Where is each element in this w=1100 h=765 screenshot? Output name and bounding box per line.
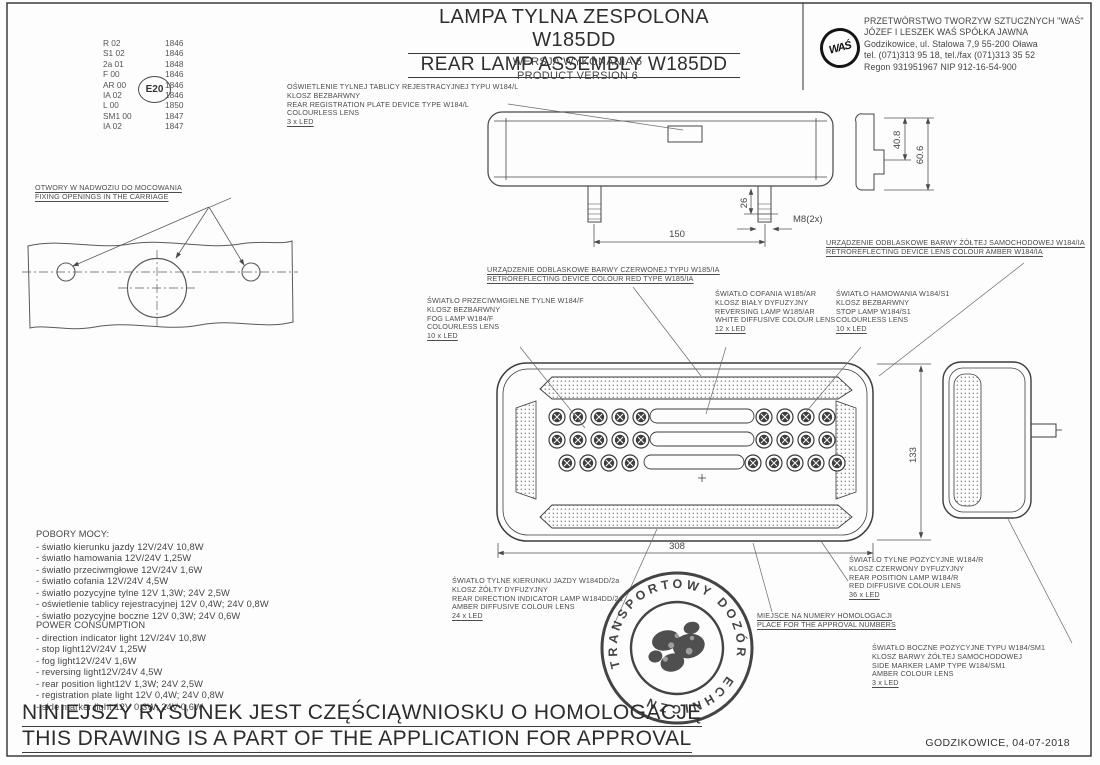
approval-number: 1850 — [165, 100, 184, 111]
page-title-pl: LAMPA TYLNA ZESPOLONA W185DD — [408, 6, 740, 54]
power-en-item: - fog light12V/24V 1,6W — [36, 655, 137, 666]
page-title-en: REAR LAMP ASSEMBLY W185DD — [408, 54, 740, 78]
approval-code: IA 02 — [103, 90, 122, 101]
company-info-line: PRZETWÓRSTWO TWORZYW SZTUCZNYCH "WAŚ" — [864, 16, 1084, 26]
top-view-dimensions: 150 26 M8(2x) 40.8 60.6 — [593, 117, 934, 247]
version-pl: WERSJA WYKONANIA 6 — [512, 56, 643, 68]
power-en-item: - rear position light12V 1,3W; 24V 2,5W — [36, 678, 204, 689]
approval-number: 1847 — [165, 110, 184, 121]
dim-stud-spacing: 150 — [669, 229, 685, 240]
fixing-openings-diagram — [22, 206, 298, 330]
power-en-item: - reversing light12V/24V 4,5W — [36, 667, 163, 678]
approval-code: SM1 00 — [103, 110, 132, 121]
footer-statement-en: THIS DRAWING IS A PART OF THE APPLICATIO… — [22, 727, 692, 753]
e20-mark: E20 — [138, 76, 171, 103]
power-pl-item: - światło pozycyjne boczne 12V 0,3W; 24V… — [36, 610, 241, 621]
approval-code: R 02 — [103, 38, 121, 48]
power-pl-item: - światło kierunku jazdy 12V/24V 10,8W — [36, 541, 204, 552]
leader-lines — [209, 103, 1073, 644]
table-row: 2a 01 1848 — [103, 59, 183, 69]
callout-registration-plate-lamp: OŚWIETLENIE TYLNEJ TABLICY REJESTRACYJNE… — [287, 82, 519, 127]
approval-code: IA 02 — [103, 121, 122, 132]
power-pl-item: - światło pozycyjne tylne 12V 1,3W; 24V … — [36, 587, 230, 598]
eagle-emblem — [648, 621, 705, 672]
power-consumption-en: POWER CONSUMPTION - direction indicator … — [36, 620, 224, 713]
dim-thread: M8(2x) — [793, 214, 823, 225]
table-row: IA 02 1847 — [103, 121, 183, 131]
registration-plate-window — [667, 125, 703, 143]
approval-number: 1846 — [165, 38, 184, 48]
dim-stud-length: 26 — [739, 198, 750, 209]
title-block: LAMPA TYLNA ZESPOLONA W185DD REAR LAMP A… — [408, 6, 740, 78]
power-pl-item: - oświetlenie tablicy rejestracyjnej 12V… — [36, 599, 269, 610]
approval-code: 2a 01 — [103, 58, 124, 69]
approval-codes-table: R 02 1846 S1 02 1846 2a 01 1848 F 00 184… — [103, 38, 183, 132]
table-row: SM1 00 1847 — [103, 111, 183, 121]
company-info-line: Regon 931951967 NIP 912-16-54-900 — [864, 61, 1017, 72]
table-row: S1 02 1846 — [103, 48, 183, 58]
mounting-studs — [587, 185, 772, 223]
power-en-item: - direction indicator light 12V/24V 10,8… — [36, 632, 206, 643]
power-pl-item: - światło przeciwmgłowe 12V/24V 1,6W — [36, 564, 203, 575]
table-row: F 00 1846 — [103, 69, 183, 79]
company-info-line: tel. (071)313 95 18, tel./fax (071)313 3… — [864, 50, 1036, 61]
power-en-item: - registration plate light 12V 0,4W; 24V… — [36, 690, 224, 701]
dim-depth-upper: 40.8 — [892, 131, 903, 150]
approval-code: S1 02 — [103, 48, 125, 59]
approval-code: AR 00 — [103, 79, 127, 90]
table-row: AR 00 1846 — [103, 80, 183, 90]
approval-number: 1846 — [165, 48, 184, 59]
approval-code: F 00 — [103, 69, 120, 80]
power-en-item: - stop light12V/24V 1,25W — [36, 644, 147, 655]
approval-number: 1846 — [165, 90, 184, 101]
page-border — [6, 2, 1092, 757]
place-and-date: GODZIKOWICE, 04-07-2018 — [925, 737, 1070, 749]
front-view — [496, 362, 874, 542]
dim-lamp-height: 133 — [908, 447, 919, 463]
table-row: L 00 1850 — [103, 100, 183, 110]
led-array — [548, 408, 846, 472]
power-consumption-pl: POBORY MOCY: - światło kierunku jazdy 12… — [36, 529, 269, 622]
company-info-line: JÓZEF I LESZEK WAŚ SPÓŁKA JAWNA — [864, 27, 1029, 38]
callout-amber-retroreflector: URZĄDZENIE ODBLASKOWE BARWY ŻÓŁTEJ SAMOC… — [826, 238, 1085, 256]
approval-number: 1847 — [165, 121, 184, 132]
callout-red-retroreflector: URZĄDZENIE ODBLASKOWE BARWY CZERWONEJ TY… — [487, 265, 720, 283]
table-row: IA 02 1846 — [103, 90, 183, 100]
power-en-title: POWER CONSUMPTION — [36, 620, 146, 630]
approval-code: L 00 — [103, 100, 119, 111]
bottom-indicator-band — [539, 504, 853, 529]
dim-depth-total: 60.6 — [915, 146, 926, 165]
power-pl-title: POBORY MOCY: — [36, 529, 110, 539]
side-view — [942, 361, 1062, 519]
table-row: R 02 1846 — [103, 38, 183, 48]
top-indicator-band — [539, 376, 853, 400]
approval-number: 1848 — [165, 58, 184, 69]
version-en: PRODUCT VERSION 6 — [516, 69, 639, 82]
power-pl-item: - światło hamowania 12V/24V 1,25W — [36, 553, 192, 564]
version-block: WERSJA WYKONANIA 6 PRODUCT VERSION 6 — [490, 56, 665, 84]
approval-number: 1846 — [165, 69, 184, 80]
footer-statement-pl: NINIEJSZY RYSUNEK JEST CZĘŚCIĄWNIOSKU O … — [22, 701, 702, 727]
bracket-profile — [855, 113, 885, 191]
power-pl-item: - światło cofania 12V/24V 4,5W — [36, 576, 169, 587]
dim-lamp-width: 308 — [669, 541, 685, 552]
top-view — [487, 111, 885, 223]
company-info: PRZETWÓRSTWO TWORZYW SZTUCZNYCH "WAŚ"JÓZ… — [864, 16, 1084, 73]
approval-number: 1846 — [165, 79, 184, 90]
power-en-item: - side marker light 12V 0,3W; 24V 0,6W — [36, 701, 203, 712]
front-view-dimensions: 308 133 — [497, 363, 931, 558]
company-info-line: Godzikowice, ul. Stalowa 7,9 55-200 Oław… — [864, 38, 1038, 49]
